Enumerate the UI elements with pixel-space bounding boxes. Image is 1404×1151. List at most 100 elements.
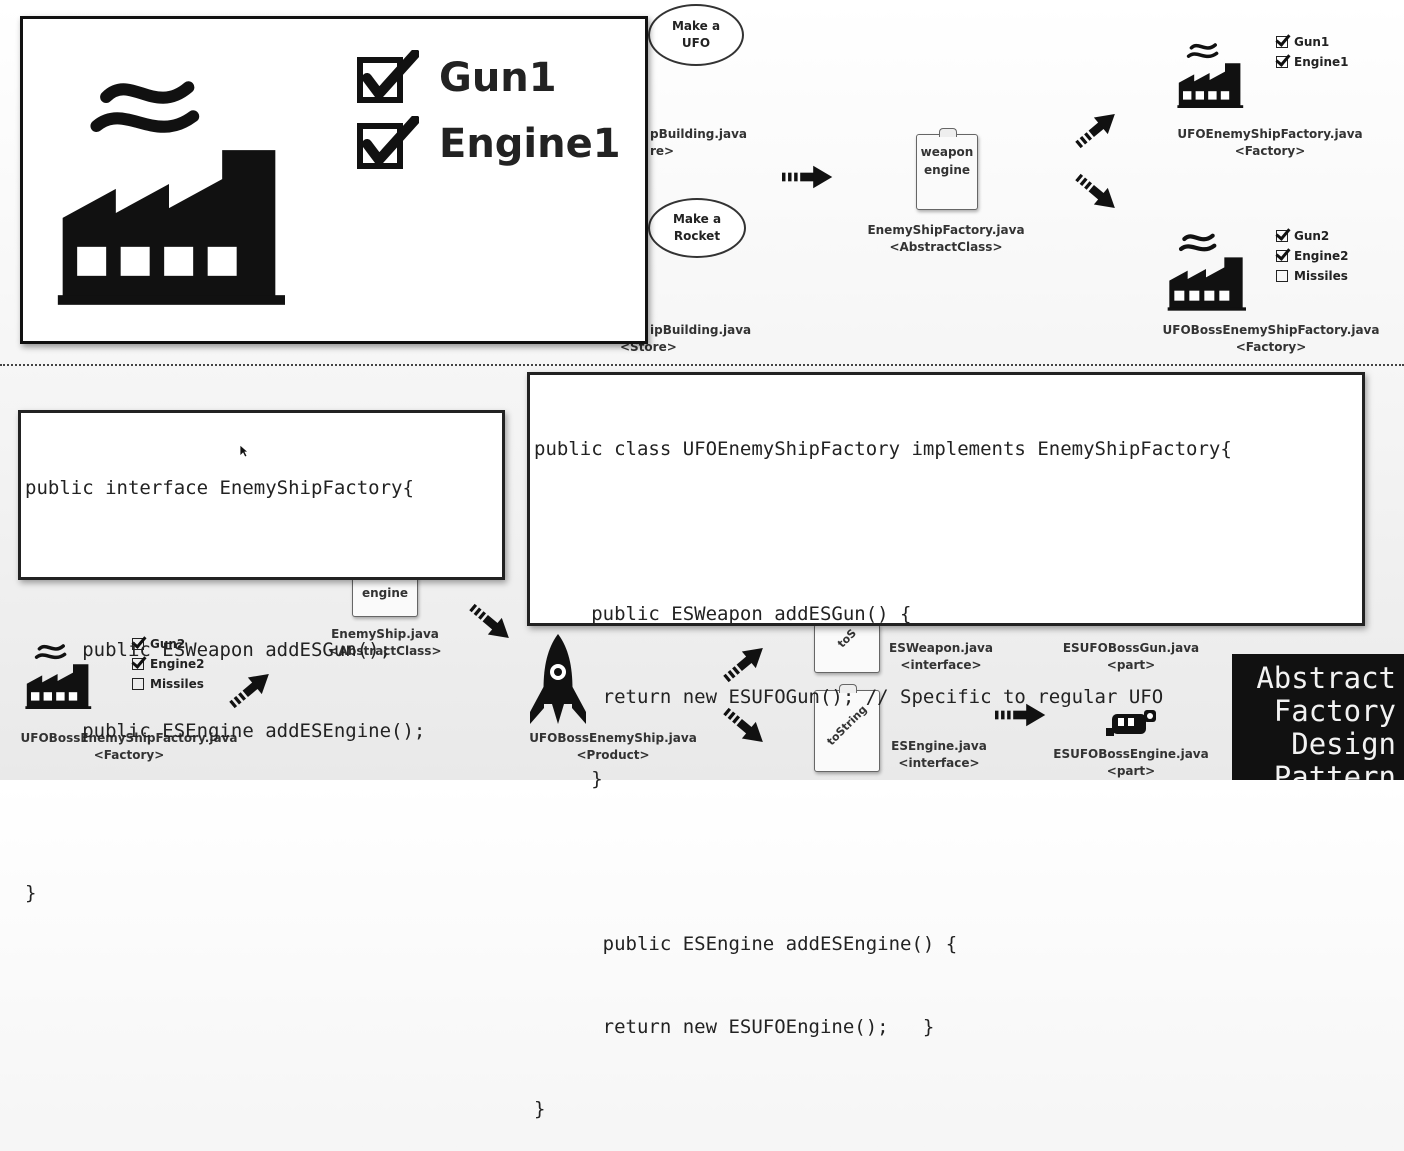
factory-icon <box>53 29 343 339</box>
enemy-ship-label: EnemyShip.java <AbstractClass> <box>300 626 470 660</box>
speech-bubble-make-ufo: Make a UFO <box>648 4 744 66</box>
checkbox-icon <box>132 638 144 650</box>
boss-engine-label: ESUFOBossEngine.java <part> <box>1036 746 1226 780</box>
clipboard-icon: toString <box>814 684 880 772</box>
check-item: Gun1 <box>1276 32 1348 52</box>
product-label: UFOBossEnemyShip.java <Product> <box>500 730 726 764</box>
pattern-title: Abstract Factory Design Pattern <box>1256 661 1396 781</box>
es-weapon-label: ESWeapon.java <interface> <box>876 640 1006 674</box>
store-name-top: pBuilding.java <box>650 127 748 141</box>
check-label: Engine1 <box>439 121 621 167</box>
checkbox-icon <box>357 116 419 169</box>
boss-gun-name: ESUFOBossGun.java <box>1062 641 1200 655</box>
clipboard-icon: toS <box>814 624 880 673</box>
enemy-ship-type: <AbstractClass> <box>328 644 442 658</box>
check-label: Engine1 <box>1294 55 1349 69</box>
bubble-text-rocket: Make a Rocket <box>672 212 722 243</box>
boss-engine-name: ESUFOBossEngine.java <box>1053 747 1209 761</box>
mouse-cursor-icon <box>239 444 249 458</box>
factory-icon <box>1166 224 1266 314</box>
es-engine-name: ESEngine.java <box>891 739 987 753</box>
zoom-overlay-panel: Gun1 Engine1 <box>20 16 648 344</box>
clipboard-engine-text: engine <box>361 586 409 600</box>
store-name-bottom: ipBuilding.java <box>650 323 752 337</box>
bottom-boss-checklist: Gun2 Engine2 Missiles <box>132 634 204 694</box>
check-label: Engine2 <box>1294 249 1349 263</box>
product-name: UFOBossEnemyShip.java <box>529 731 697 745</box>
es-weapon-name: ESWeapon.java <box>889 641 993 655</box>
clipboard-text: weapon engine <box>920 145 974 177</box>
check-item: Engine1 <box>1276 52 1348 72</box>
checkbox-icon <box>132 678 144 690</box>
code-line: public ESEngine addESEngine() { <box>534 933 958 955</box>
store-label-bottom: ipBuilding.java <Store> <box>620 322 752 356</box>
check-item: Engine2 <box>132 654 204 674</box>
check-label: Gun1 <box>439 55 557 101</box>
product-type: <Product> <box>576 748 650 762</box>
enemy-ship-name: EnemyShip.java <box>331 627 439 641</box>
check-label: Engine2 <box>150 657 205 671</box>
code-panel-class: public class UFOEnemyShipFactory impleme… <box>527 372 1365 1120</box>
check-item: Gun1 <box>357 47 621 109</box>
code-line: public ESWeapon addESGun() { <box>534 603 912 625</box>
check-label: Gun1 <box>1294 35 1330 49</box>
check-item: Missiles <box>132 674 204 694</box>
bubble-text-ufo: Make a UFO <box>671 19 721 50</box>
code-line <box>534 519 1362 547</box>
checkbox-icon <box>1276 56 1288 68</box>
ufo-factory-type: <Factory> <box>1234 144 1306 158</box>
check-item: Gun2 <box>132 634 204 654</box>
es-weapon-type: <interface> <box>900 658 982 672</box>
store-type-top: re> <box>650 144 675 158</box>
pattern-title-box: Abstract Factory Design Pattern <box>1232 654 1404 780</box>
bottom-boss-factory-name: UFOBossEnemyShipFactory.java <box>20 731 238 745</box>
code-panel-interface: public interface EnemyShipFactory{ publi… <box>18 410 505 904</box>
code-line: } <box>534 768 603 790</box>
code-line <box>25 556 502 583</box>
code-line: public ESWeapon addESGun(); <box>25 639 392 661</box>
ufo-factory-label: UFOEnemyShipFactory.java <Factory> <box>1150 126 1390 160</box>
abstract-factory-name: EnemyShipFactory.java <box>867 223 1025 237</box>
arrow-icon <box>1069 167 1124 219</box>
engine-part-icon <box>1106 710 1156 736</box>
es-engine-label: ESEngine.java <interface> <box>880 738 998 772</box>
checkbox-icon <box>1276 230 1288 242</box>
boss-factory-name: UFOBossEnemyShipFactory.java <box>1162 323 1380 337</box>
ufo-factory-checklist: Gun1 Engine1 <box>1276 32 1348 72</box>
code-line: public ESEngine addESEngine(); <box>25 720 426 742</box>
boss-gun-type: <part> <box>1106 658 1156 672</box>
boss-factory-checklist: Gun2 Engine2 Missiles <box>1276 226 1348 286</box>
code-line: public interface EnemyShipFactory{ <box>25 477 414 499</box>
ufo-factory-name: UFOEnemyShipFactory.java <box>1177 127 1363 141</box>
checkbox-icon <box>357 50 419 103</box>
code-line: } <box>534 1098 546 1120</box>
check-item: Engine2 <box>1276 246 1348 266</box>
abstract-factory-label: EnemyShipFactory.java <AbstractClass> <box>846 222 1046 256</box>
section-divider <box>0 364 1404 366</box>
code-line <box>534 849 1362 877</box>
check-item: Gun2 <box>1276 226 1348 246</box>
check-label: Missiles <box>150 677 204 691</box>
overlay-checklist: Gun1 Engine1 <box>357 47 621 175</box>
boss-engine-type: <part> <box>1106 764 1156 778</box>
code-line: return new ESUFOGun(); // Specific to re… <box>534 685 1164 708</box>
check-item: Engine1 <box>357 113 621 175</box>
checkbox-icon <box>132 658 144 670</box>
boss-factory-type: <Factory> <box>1235 340 1307 354</box>
abstract-factory-type: <AbstractClass> <box>889 240 1003 254</box>
bottom-boss-factory-label: UFOBossEnemyShipFactory.java <Factory> <box>4 730 254 764</box>
boss-factory-label: UFOBossEnemyShipFactory.java <Factory> <box>1146 322 1396 356</box>
check-label: Missiles <box>1294 269 1348 283</box>
clipboard-icon: weapon engine <box>916 128 978 210</box>
speech-bubble-make-rocket: Make a Rocket <box>648 198 746 258</box>
checkbox-icon <box>1276 36 1288 48</box>
checkbox-icon <box>1276 270 1288 282</box>
arrow-icon <box>780 164 836 190</box>
rocket-icon <box>530 634 586 724</box>
arrow-icon <box>1069 103 1124 155</box>
bottom-boss-factory-type: <Factory> <box>93 748 165 762</box>
store-label-top: pBuilding.java re> <box>650 126 747 160</box>
code-line <box>25 799 502 826</box>
es-engine-type: <interface> <box>898 756 980 770</box>
boss-gun-label: ESUFOBossGun.java <part> <box>1046 640 1216 674</box>
